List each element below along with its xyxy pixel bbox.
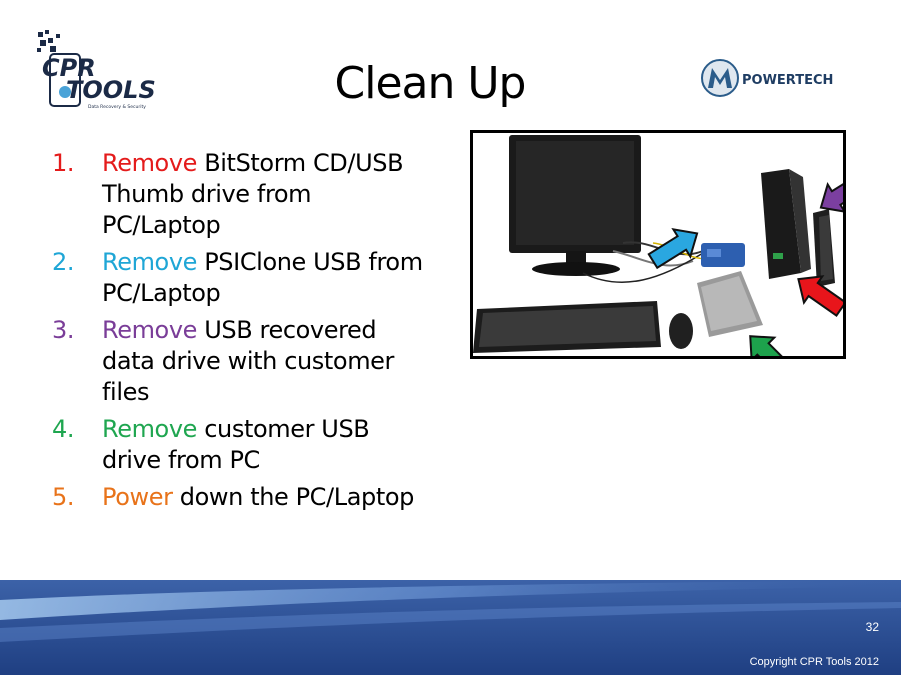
silver-drive-image — [697, 271, 763, 337]
step-text: BitStorm CD/USB Thumb drive from PC/Lapt… — [102, 149, 404, 239]
step-2: 2. Remove PSIClone USB from PC/Laptop — [52, 247, 432, 309]
step-text: PSIClone USB from PC/Laptop — [102, 248, 423, 307]
keyboard-image — [473, 301, 661, 353]
mpowertech-logo: POWERTECH — [701, 59, 833, 97]
step-text: customer USB drive from PC — [102, 415, 370, 474]
step-verb: Remove — [102, 149, 197, 177]
step-text: down the PC/Laptop — [172, 483, 415, 511]
copyright-text: Copyright CPR Tools 2012 — [749, 656, 879, 668]
svg-text:Data Recovery & Security: Data Recovery & Security — [88, 104, 146, 110]
slide-title: Clean Up — [334, 58, 527, 109]
green-arrow-icon — [749, 335, 795, 356]
step-verb: Power — [102, 483, 173, 511]
step-3: 3. Remove USB recovered data drive with … — [52, 315, 432, 408]
step-number: 2. — [52, 248, 75, 276]
step-5: 5. Power down the PC/Laptop — [52, 482, 432, 513]
step-1: 1. Remove BitStorm CD/USB Thumb drive fr… — [52, 148, 432, 241]
equipment-photo — [470, 130, 846, 359]
pc-tower-image — [761, 169, 811, 279]
steps-list: 1. Remove BitStorm CD/USB Thumb drive fr… — [52, 148, 432, 519]
page-number: 32 — [865, 620, 879, 634]
step-verb: Remove — [102, 316, 197, 344]
step-number: 5. — [52, 483, 75, 511]
step-verb: Remove — [102, 415, 197, 443]
step-verb: Remove — [102, 248, 197, 276]
monitor-image — [509, 135, 641, 276]
cpr-tools-logo: CPR TOOLS Data Recovery & Security — [37, 30, 156, 110]
blue-arrow-icon — [647, 228, 699, 270]
svg-text:CPR: CPR — [42, 54, 96, 82]
step-4: 4. Remove customer USB drive from PC — [52, 414, 432, 476]
step-number: 4. — [52, 415, 75, 443]
red-arrow-icon — [797, 275, 843, 317]
footer-banner — [0, 580, 901, 675]
svg-text:TOOLS: TOOLS — [66, 76, 156, 104]
svg-text:POWERTECH: POWERTECH — [742, 73, 833, 88]
purple-arrow-icon — [819, 171, 843, 213]
step-text: USB recovered data drive with customer f… — [102, 316, 395, 406]
step-number: 3. — [52, 316, 75, 344]
step-number: 1. — [52, 149, 75, 177]
